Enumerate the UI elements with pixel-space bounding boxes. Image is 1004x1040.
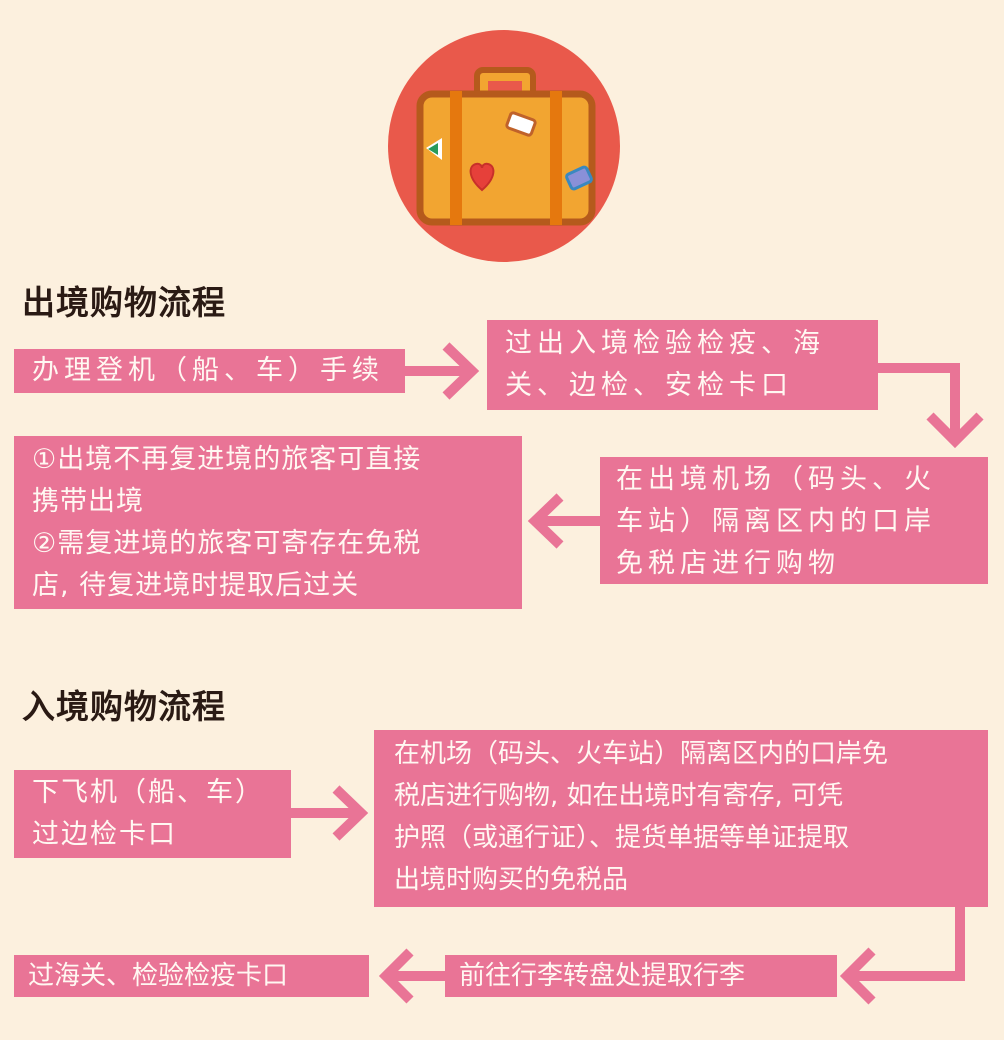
step-text: 下飞机（船、车） xyxy=(32,777,264,808)
step-text: 前往行李转盘处提取行李 xyxy=(459,961,746,991)
arrow-right-icon xyxy=(404,342,480,400)
inbound-step-disembark: 下飞机（船、车） 过边检卡口 xyxy=(14,770,291,858)
step-text: 过海关、检验检疫卡口 xyxy=(28,961,289,991)
outbound-step-checkin: 办理登机（船、车）手续 xyxy=(14,349,405,393)
arrow-left-icon xyxy=(378,948,445,1004)
step-text: 办理登机（船、车）手续 xyxy=(32,355,384,386)
step-text: 关、边检、安检卡口 xyxy=(505,370,793,401)
outbound-step-dutyfree-shopping: 在出境机场（码头、火 车站）隔离区内的口岸 免税店进行购物 xyxy=(600,457,988,584)
outbound-step-inspection: 过出入境检验检疫、海 关、边检、安检卡口 xyxy=(487,320,878,410)
step-text: 护照（或通行证）、提货单据等单证提取 xyxy=(394,823,850,853)
arrow-down-icon xyxy=(877,363,984,449)
inbound-title: 入境购物流程 xyxy=(22,687,226,726)
step-text: 过出入境检验检疫、海 xyxy=(505,328,825,359)
step-text: ①出境不再复进境的旅客可直接 xyxy=(32,444,422,475)
step-text: 在出境机场（码头、火 xyxy=(616,464,936,495)
inbound-step-customs: 过海关、检验检疫卡口 xyxy=(14,955,369,997)
step-text: 过边检卡口 xyxy=(32,819,177,850)
outbound-step-options: ①出境不再复进境的旅客可直接 携带出境 ②需复进境的旅客可寄存在免税 店, 待复… xyxy=(14,436,522,609)
arrow-right-icon xyxy=(290,785,369,841)
step-text: 税店进行购物, 如在出境时有寄存, 可凭 xyxy=(394,781,844,811)
step-text: 在机场（码头、火车站）隔离区内的口岸免 xyxy=(394,739,889,769)
arrow-left-icon xyxy=(527,493,600,549)
arrow-left-icon xyxy=(839,905,965,1005)
outbound-title: 出境购物流程 xyxy=(22,283,226,322)
inbound-step-baggage: 前往行李转盘处提取行李 xyxy=(445,955,837,997)
step-text: 店, 待复进境时提取后过关 xyxy=(32,570,360,601)
step-text: 车站）隔离区内的口岸 xyxy=(616,506,936,537)
step-text: 免税店进行购物 xyxy=(616,548,840,579)
inbound-step-dutyfree-pickup: 在机场（码头、火车站）隔离区内的口岸免 税店进行购物, 如在出境时有寄存, 可凭… xyxy=(374,730,988,907)
step-text: ②需复进境的旅客可寄存在免税 xyxy=(32,528,422,559)
step-text: 出境时购买的免税品 xyxy=(394,865,629,895)
suitcase-icon xyxy=(384,28,624,264)
step-text: 携带出境 xyxy=(32,486,144,517)
